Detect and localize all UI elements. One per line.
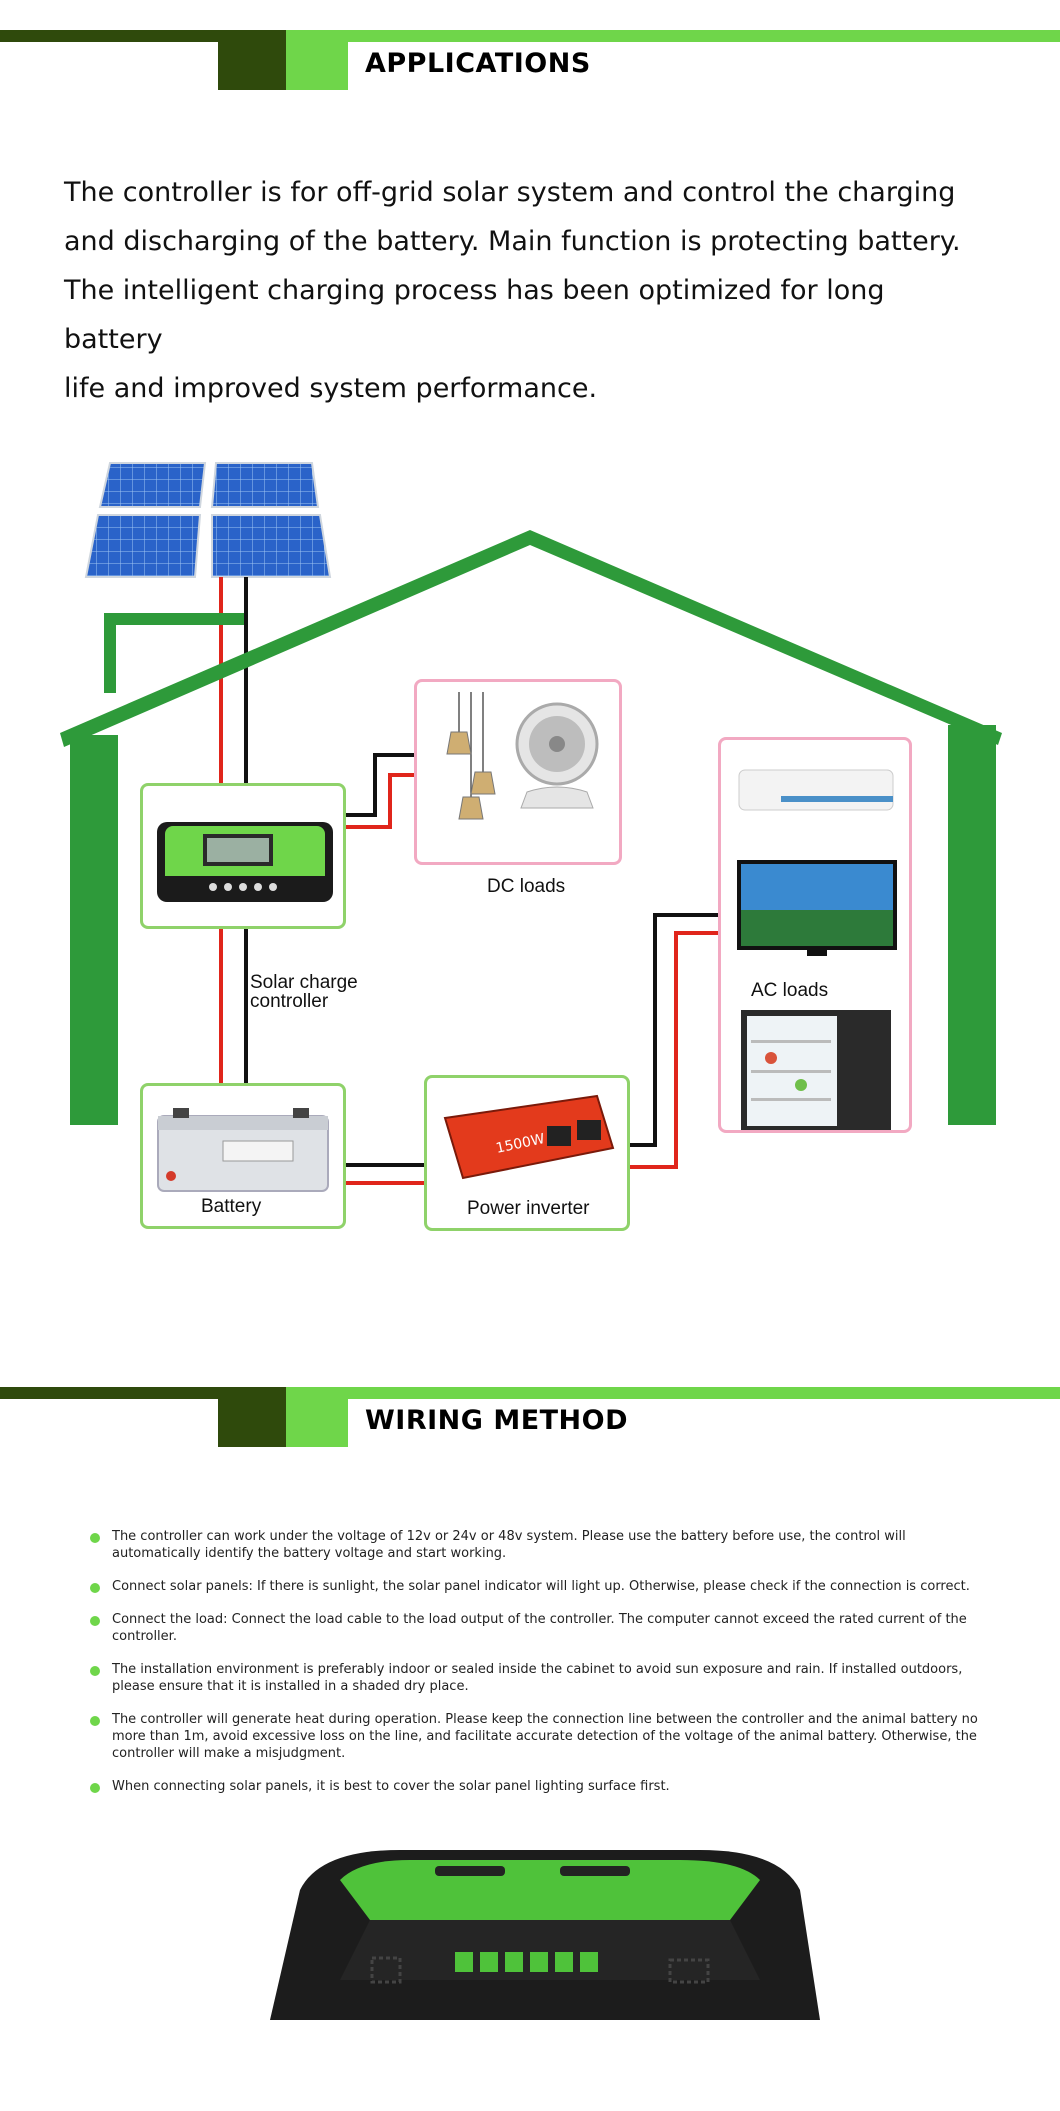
- intro-line: The controller is for off-grid solar sys…: [64, 177, 956, 208]
- header-bar-green: [218, 30, 1060, 42]
- applications-header: APPLICATIONS: [0, 30, 1060, 90]
- header-bar-green: [218, 1387, 1060, 1399]
- battery-box: Battery: [140, 1083, 346, 1229]
- dc-loads-box: DC loads: [414, 679, 622, 897]
- wiring-title: WIRING METHOD: [365, 1405, 629, 1436]
- applications-intro: The controller is for off-grid solar sys…: [64, 168, 964, 413]
- list-item-text: Connect solar panels: If there is sunlig…: [112, 1579, 970, 1594]
- bullet-dot-icon: [90, 1583, 100, 1593]
- header-block-dark: [218, 1387, 286, 1447]
- controller-product-image: [260, 1830, 820, 2030]
- bullet-dot-icon: [90, 1533, 100, 1543]
- header-block-dark: [218, 30, 286, 90]
- bullet-dot-icon: [90, 1783, 100, 1793]
- intro-line: The intelligent charging process has bee…: [64, 275, 885, 355]
- list-item: Connect the load: Connect the load cable…: [90, 1611, 990, 1645]
- battery-icon: [157, 1108, 329, 1192]
- header-bar-dark: [0, 1387, 218, 1399]
- diagram-drawing: [60, 462, 1002, 1185]
- wiring-instructions: The controller can work under the voltag…: [90, 1528, 990, 1811]
- ac-loads-label: AC loads: [751, 980, 829, 1001]
- list-item: The controller can work under the voltag…: [90, 1528, 990, 1562]
- list-item-text: When connecting solar panels, it is best…: [112, 1779, 670, 1794]
- inverter-label: Power inverter: [467, 1198, 590, 1219]
- controller-label-line: Solar charge: [250, 972, 358, 993]
- inverter-icon: 1500W: [443, 1094, 615, 1180]
- charge-controller-icon: [157, 822, 333, 902]
- ac-loads-icon: [737, 769, 897, 1130]
- intro-line: life and improved system performance.: [64, 373, 598, 404]
- wiring-header: WIRING METHOD: [0, 1387, 1060, 1447]
- solar-panel-icon: [84, 462, 332, 578]
- intro-line: and discharging of the battery. Main fun…: [64, 226, 961, 257]
- applications-title: APPLICATIONS: [365, 48, 591, 79]
- list-item-text: Connect the load: Connect the load cable…: [112, 1612, 967, 1644]
- controller-box: [140, 783, 346, 929]
- list-item-text: The controller will generate heat during…: [112, 1712, 978, 1761]
- ac-loads-box: AC loads: [718, 737, 912, 1133]
- bullet-dot-icon: [90, 1666, 100, 1676]
- list-item: When connecting solar panels, it is best…: [90, 1778, 990, 1795]
- list-item: The installation environment is preferab…: [90, 1661, 990, 1695]
- house-outline: [60, 530, 1002, 1125]
- bullet-dot-icon: [90, 1616, 100, 1626]
- list-item: Connect solar panels: If there is sunlig…: [90, 1578, 990, 1595]
- list-item: The controller will generate heat during…: [90, 1711, 990, 1762]
- dc-loads-label: DC loads: [487, 876, 566, 897]
- controller-label: Solar charge controller: [250, 973, 358, 1011]
- charge-controller-product-icon: [270, 1850, 820, 2020]
- dc-loads-icon: [446, 692, 599, 820]
- header-block-green: [286, 30, 348, 90]
- battery-label: Battery: [201, 1196, 262, 1217]
- system-diagram: Solar charge controller DC loads: [0, 455, 1060, 1285]
- header-bar-dark: [0, 30, 218, 42]
- controller-label-line: controller: [250, 991, 329, 1012]
- header-block-green: [286, 1387, 348, 1447]
- bullet-dot-icon: [90, 1716, 100, 1726]
- list-item-text: The installation environment is preferab…: [112, 1662, 963, 1694]
- list-item-text: The controller can work under the voltag…: [112, 1529, 906, 1561]
- inverter-box: 1500W Power inverter: [424, 1075, 630, 1231]
